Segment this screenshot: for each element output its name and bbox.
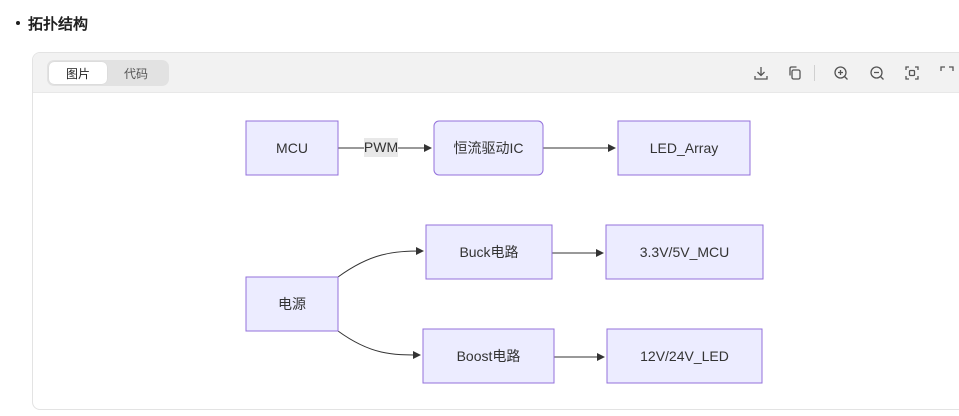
node-mcu-label: MCU bbox=[276, 140, 308, 156]
zoom-in-icon bbox=[834, 66, 848, 80]
node-led-rail[interactable]: 12V/24V_LED bbox=[606, 328, 763, 384]
fit-screen-icon bbox=[905, 66, 919, 80]
download-icon bbox=[754, 67, 768, 80]
node-driver-label: 恒流驱动IC bbox=[454, 140, 524, 156]
bullet-icon bbox=[16, 21, 20, 25]
node-mcu-rail-label: 3.3V/5V_MCU bbox=[640, 244, 729, 260]
tab-image[interactable]: 图片 bbox=[49, 62, 107, 84]
toolbar-divider bbox=[814, 65, 815, 81]
edge-label-pwm: PWM bbox=[364, 139, 398, 155]
fullscreen-button[interactable] bbox=[937, 63, 957, 83]
node-driver[interactable]: 恒流驱动IC bbox=[433, 120, 544, 176]
edge-power-boost bbox=[337, 330, 421, 359]
view-mode-tabs: 图片 代码 bbox=[47, 60, 169, 86]
copy-icon bbox=[789, 66, 801, 80]
download-button[interactable] bbox=[751, 63, 771, 83]
zoom-out-button[interactable] bbox=[867, 63, 887, 83]
topology-diagram: PWM MCU 恒流驱动IC LED_Array 电源 Buck电路 bbox=[245, 120, 764, 384]
edge-power-buck bbox=[337, 247, 424, 278]
node-power[interactable]: 电源 bbox=[245, 276, 339, 332]
node-power-label: 电源 bbox=[278, 296, 306, 312]
diagram-viewer: 图片 代码 bbox=[32, 52, 959, 410]
node-mcu-rail[interactable]: 3.3V/5V_MCU bbox=[605, 224, 764, 280]
edge-label-bg bbox=[364, 138, 398, 157]
node-led-rail-label: 12V/24V_LED bbox=[640, 348, 729, 364]
node-led-array-label: LED_Array bbox=[650, 140, 718, 156]
node-buck-label: Buck电路 bbox=[459, 244, 518, 260]
zoom-out-icon bbox=[870, 66, 884, 80]
fullscreen-icon bbox=[940, 66, 954, 71]
node-boost-label: Boost电路 bbox=[457, 348, 521, 364]
node-buck[interactable]: Buck电路 bbox=[425, 224, 553, 280]
node-mcu[interactable]: MCU bbox=[245, 120, 339, 176]
section-title: 拓扑结构 bbox=[28, 14, 89, 33]
copy-button[interactable] bbox=[785, 63, 805, 83]
tab-code[interactable]: 代码 bbox=[123, 66, 148, 81]
viewer-toolbar: 图片 代码 bbox=[33, 53, 959, 93]
node-led-array[interactable]: LED_Array bbox=[617, 120, 751, 176]
node-boost[interactable]: Boost电路 bbox=[422, 328, 555, 384]
section-heading: 拓扑结构 bbox=[16, 12, 88, 34]
fit-screen-button[interactable] bbox=[902, 63, 922, 83]
zoom-in-button[interactable] bbox=[831, 63, 851, 83]
